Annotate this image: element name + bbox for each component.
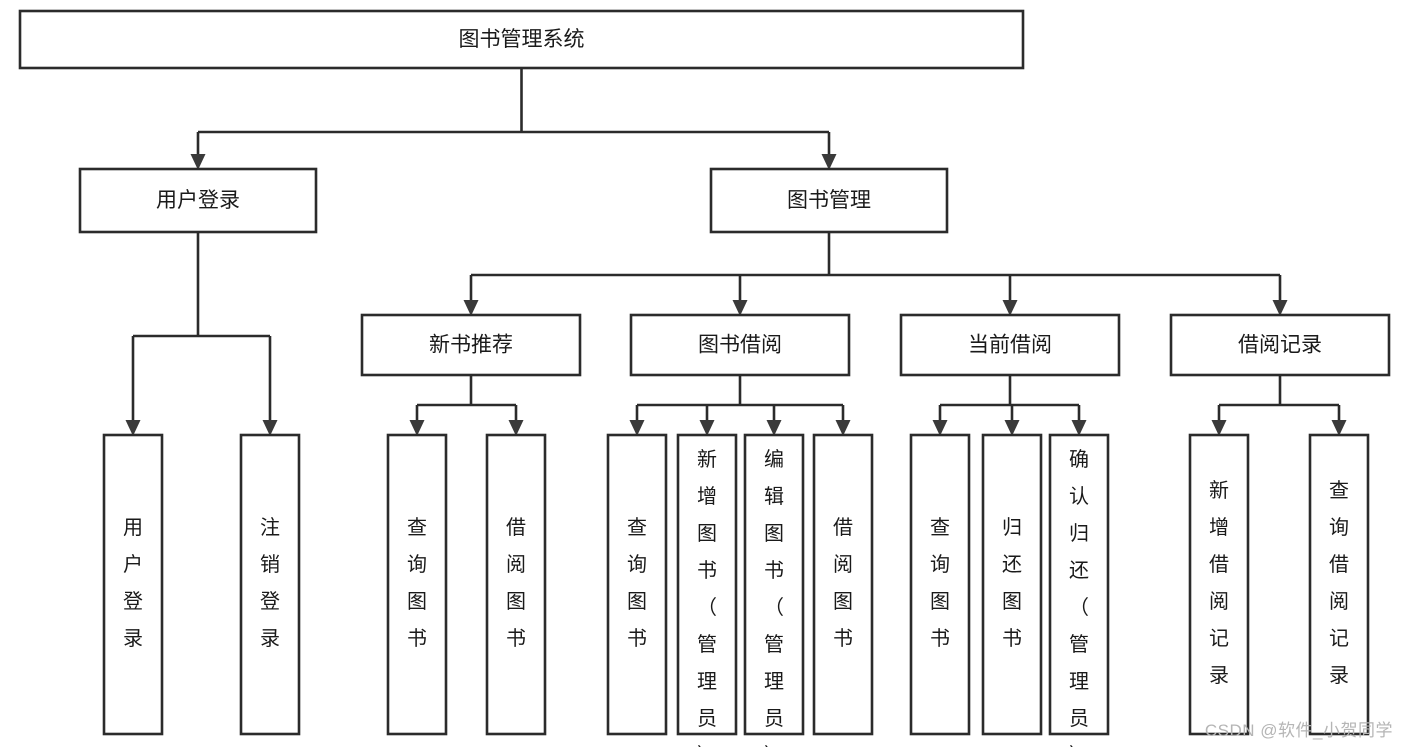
node-leaf-query-borrow-record[interactable]: 查询借阅记录 [1308, 433, 1370, 736]
node-box-leaf-user-logout [239, 433, 301, 736]
node-box-leaf-query-book-borrow [606, 433, 668, 736]
node-box-leaf-return-book [981, 433, 1043, 736]
node-leaf-borrow-book-recommend[interactable]: 借阅图书 [485, 433, 547, 736]
node-label-leaf-return-book: 归还图书 [1002, 516, 1022, 650]
node-box-leaf-add-borrow-record [1188, 433, 1250, 736]
node-leaf-add-book-admin[interactable]: 新增图书（管理员） [676, 433, 738, 747]
node-user-login[interactable]: 用户登录 [78, 167, 318, 234]
node-layer: 图书管理系统用户登录图书管理新书推荐图书借阅当前借阅借阅记录用户登录注销登录查询… [18, 9, 1391, 747]
conn-borrow-to-leaves [629, 375, 851, 436]
arrow-head-icon [629, 420, 645, 436]
node-label-leaf-add-book-admin: 新增图书（管理员） [697, 448, 717, 747]
node-leaf-borrow-book[interactable]: 借阅图书 [812, 433, 874, 736]
node-box-leaf-borrow-book-recommend [485, 433, 547, 736]
node-new-book-recommend[interactable]: 新书推荐 [360, 313, 582, 377]
conn-root-to-level2 [190, 68, 837, 170]
node-label-leaf-borrow-book: 借阅图书 [833, 516, 853, 650]
node-book-borrow[interactable]: 图书借阅 [629, 313, 851, 377]
node-label-user-login: 用户登录 [156, 189, 240, 212]
node-leaf-edit-book-admin[interactable]: 编辑图书（管理员） [743, 433, 805, 747]
node-box-user-login [78, 167, 318, 234]
node-box-leaf-borrow-book [812, 433, 874, 736]
node-label-leaf-add-borrow-record: 新增借阅记录 [1209, 479, 1229, 687]
node-leaf-query-book-borrow[interactable]: 查询图书 [606, 433, 668, 736]
arrow-head-icon [1272, 300, 1288, 316]
node-box-leaf-confirm-return-admin [1048, 433, 1110, 736]
arrow-head-icon [125, 420, 141, 436]
arrow-head-icon [835, 420, 851, 436]
arrow-head-icon [262, 420, 278, 436]
arrow-head-icon [508, 420, 524, 436]
node-label-leaf-query-book-borrow: 查询图书 [627, 516, 647, 650]
node-label-borrow-record: 借阅记录 [1238, 334, 1322, 357]
node-label-leaf-user-logout: 注销登录 [260, 516, 280, 650]
node-leaf-query-book-recommend[interactable]: 查询图书 [386, 433, 448, 736]
node-label-book-borrow: 图书借阅 [698, 334, 782, 357]
conn-userlogin-to-leaves [125, 232, 278, 436]
node-box-book-borrow [629, 313, 851, 377]
arrow-head-icon [699, 420, 715, 436]
arrow-head-icon [821, 154, 837, 170]
node-leaf-return-book[interactable]: 归还图书 [981, 433, 1043, 736]
arrow-head-icon [1004, 420, 1020, 436]
node-label-leaf-user-login: 用户登录 [123, 517, 143, 650]
conn-current-to-leaves [932, 375, 1087, 436]
node-box-current-borrow [899, 313, 1121, 377]
arrow-head-icon [1071, 420, 1087, 436]
arrow-head-icon [1331, 420, 1347, 436]
node-box-leaf-query-borrow-record [1308, 433, 1370, 736]
node-label-leaf-borrow-book-recommend: 借阅图书 [506, 516, 526, 650]
arrow-head-icon [409, 420, 425, 436]
node-leaf-add-borrow-record[interactable]: 新增借阅记录 [1188, 433, 1250, 736]
node-leaf-confirm-return-admin[interactable]: 确认归还（管理员） [1048, 433, 1110, 747]
arrow-head-icon [732, 300, 748, 316]
arrow-head-icon [1211, 420, 1227, 436]
node-label-new-book-recommend: 新书推荐 [429, 334, 513, 357]
node-label-book-management: 图书管理 [787, 189, 871, 212]
node-root[interactable]: 图书管理系统 [18, 9, 1025, 70]
node-label-leaf-query-book-current: 查询图书 [930, 516, 950, 650]
node-label-leaf-query-borrow-record: 查询借阅记录 [1329, 479, 1349, 687]
connector-layer [125, 68, 1347, 436]
node-box-leaf-edit-book-admin [743, 433, 805, 736]
node-label-current-borrow: 当前借阅 [968, 334, 1052, 357]
node-borrow-record[interactable]: 借阅记录 [1169, 313, 1391, 377]
conn-record-to-leaves [1211, 375, 1347, 436]
node-box-root [18, 9, 1025, 70]
node-leaf-query-book-current[interactable]: 查询图书 [909, 433, 971, 736]
arrow-head-icon [463, 300, 479, 316]
node-leaf-user-login[interactable]: 用户登录 [102, 433, 164, 736]
conn-bookmgmt-to-level3 [463, 232, 1288, 316]
node-box-new-book-recommend [360, 313, 582, 377]
node-box-leaf-query-book-recommend [386, 433, 448, 736]
arrow-head-icon [932, 420, 948, 436]
arrow-head-icon [190, 154, 206, 170]
node-book-management[interactable]: 图书管理 [709, 167, 949, 234]
node-box-leaf-query-book-current [909, 433, 971, 736]
node-box-book-management [709, 167, 949, 234]
node-label-leaf-query-book-recommend: 查询图书 [407, 516, 427, 650]
conn-recommend-to-leaves [409, 375, 524, 436]
node-box-borrow-record [1169, 313, 1391, 377]
node-label-leaf-confirm-return-admin: 确认归还（管理员） [1069, 448, 1089, 747]
node-current-borrow[interactable]: 当前借阅 [899, 313, 1121, 377]
arrow-head-icon [766, 420, 782, 436]
node-box-leaf-user-login [102, 433, 164, 736]
node-label-root: 图书管理系统 [459, 28, 585, 51]
node-label-leaf-edit-book-admin: 编辑图书（管理员） [764, 448, 784, 747]
node-box-leaf-add-book-admin [676, 433, 738, 736]
node-leaf-user-logout[interactable]: 注销登录 [239, 433, 301, 736]
arrow-head-icon [1002, 300, 1018, 316]
